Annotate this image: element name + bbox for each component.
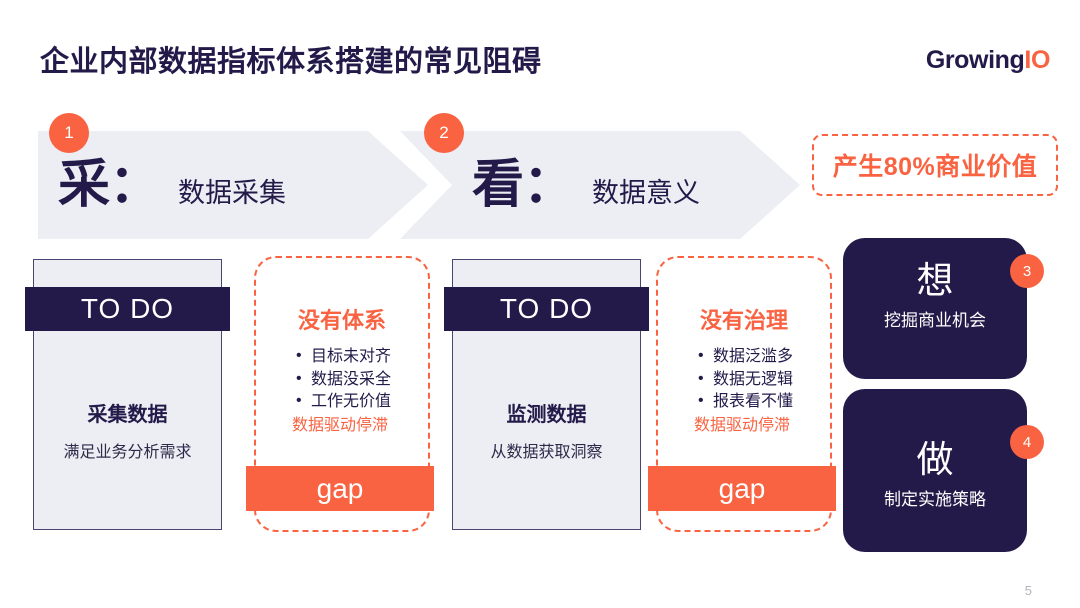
gap-list-1: 目标未对齐 数据没采全 工作无价值 数据驱动停滞	[254, 345, 430, 438]
todo-band-2: TO DO	[444, 287, 649, 331]
list-item: 报表看不懂	[698, 390, 832, 414]
stage-1-sub-label: 数据采集	[178, 178, 287, 208]
stage-arrow-1: 采： 数据采集	[38, 131, 428, 239]
gap-title-1: 没有体系	[297, 308, 386, 333]
gap-bullets-2: 数据泛滥多 数据无逻辑 报表看不懂	[656, 345, 832, 414]
gap-band-1: gap	[246, 466, 434, 511]
gap-title-2: 没有治理	[699, 308, 788, 333]
stage-2-big-label: 看：	[472, 156, 575, 214]
list-item: 目标未对齐	[296, 345, 430, 369]
stage-arrow-2-content: 看： 数据意义	[400, 131, 800, 239]
todo-band-1: TO DO	[25, 287, 230, 331]
stage-badge-1: 1	[49, 113, 89, 153]
page-title: 企业内部数据指标体系搭建的常见阻碍	[40, 46, 542, 78]
stage-arrow-1-content: 采： 数据采集	[38, 131, 428, 239]
outcome-card-3: 想 挖掘商业机会	[843, 238, 1027, 379]
stage-arrow-2: 看： 数据意义	[400, 131, 800, 239]
outcome-badge-3: 3	[1010, 254, 1044, 288]
list-item: 数据泛滥多	[698, 345, 832, 369]
gap-stall-text-1: 数据驱动停滞	[291, 417, 388, 435]
outcome-3-big-label: 想	[916, 260, 954, 301]
growingio-logo: GrowingIO	[925, 46, 1051, 75]
stage-badge-2: 2	[424, 113, 464, 153]
outcome-4-sub-label: 制定实施策略	[884, 489, 986, 509]
logo-primary-text: Growing	[925, 46, 1025, 74]
todo-description-1: 满足业务分析需求	[63, 444, 192, 461]
todo-heading-2: 监测数据	[506, 404, 587, 426]
page-number: 5	[1024, 583, 1032, 598]
todo-heading-1: 采集数据	[87, 404, 168, 426]
outcome-card-4: 做 制定实施策略	[843, 389, 1027, 552]
todo-body-1: 采集数据 满足业务分析需求	[33, 398, 222, 462]
list-item: 数据无逻辑	[698, 368, 832, 392]
list-item: 工作无价值	[296, 390, 430, 414]
outcome-4-big-label: 做	[916, 439, 954, 480]
gap-stall-text-2: 数据驱动停滞	[693, 417, 790, 435]
gap-band-2: gap	[648, 466, 836, 511]
gap-bullets-1: 目标未对齐 数据没采全 工作无价值	[254, 345, 430, 414]
outcome-3-sub-label: 挖掘商业机会	[884, 310, 986, 330]
gap-list-2: 数据泛滥多 数据无逻辑 报表看不懂 数据驱动停滞	[656, 345, 832, 438]
logo-accent-text: IO	[1024, 46, 1050, 74]
stage-2-sub-label: 数据意义	[592, 178, 701, 208]
list-item: 数据没采全	[296, 368, 430, 392]
stage-1-big-label: 采：	[58, 156, 161, 214]
outcome-badge-4: 4	[1010, 425, 1044, 459]
business-value-callout: 产生80%商业价值	[812, 134, 1058, 196]
todo-body-2: 监测数据 从数据获取洞察	[452, 398, 641, 462]
todo-description-2: 从数据获取洞察	[490, 444, 603, 461]
